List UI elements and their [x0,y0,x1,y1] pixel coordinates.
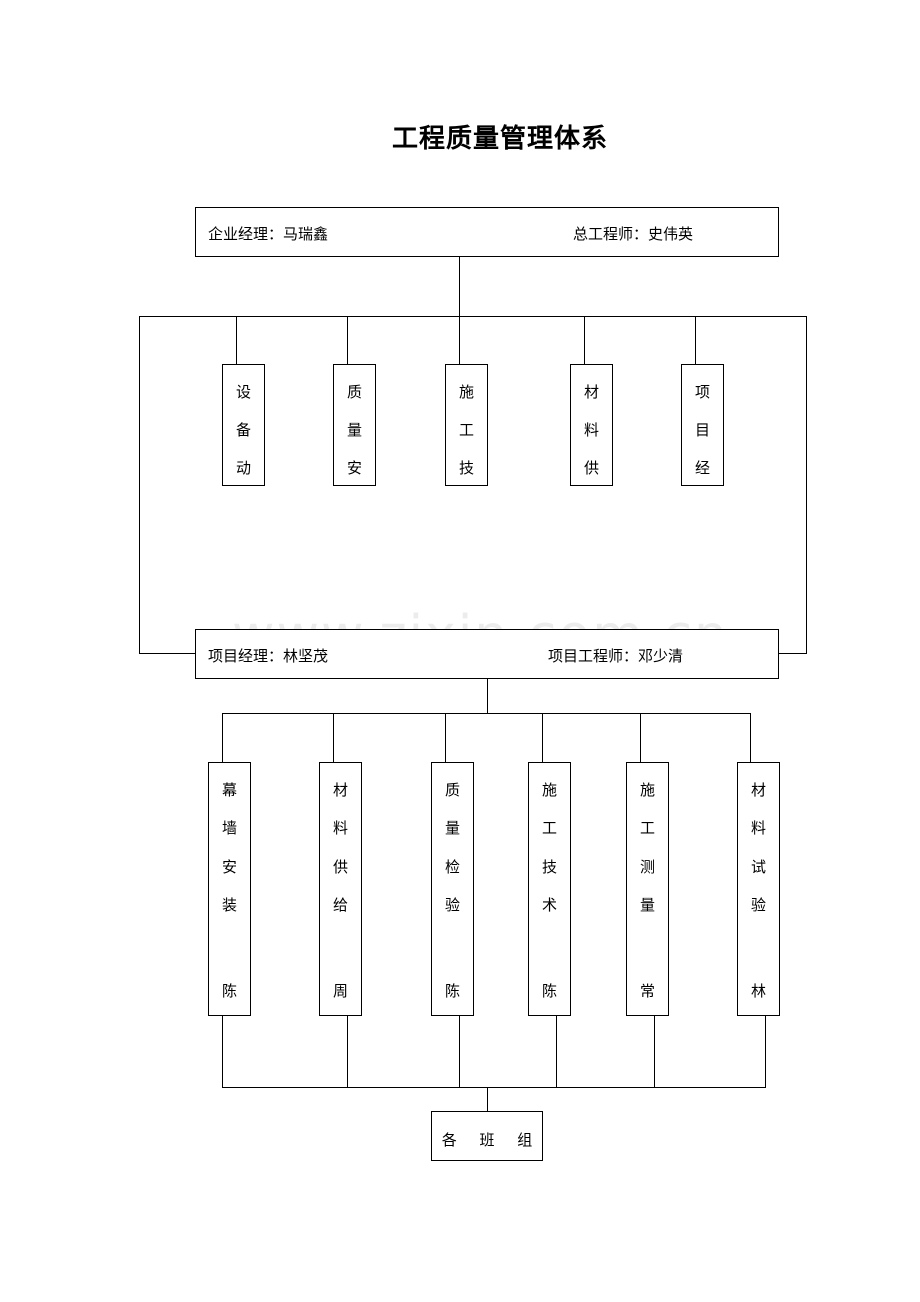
dept-person: 林 [750,982,766,1000]
dept-char: 料 [750,819,766,837]
connector-line [139,316,807,317]
dept-box-project-mgmt: 项 目 经 [681,364,724,486]
dept-person: 常 [639,982,655,1000]
connector-line [487,1087,488,1112]
dept-char: 施 [458,383,474,401]
connector-line [347,316,348,364]
dept-char: 术 [541,896,557,914]
dept-box-equipment: 设 备 动 [222,364,265,486]
dept-char: 量 [444,819,460,837]
enterprise-manager-label: 企业经理：马瑞鑫 [208,225,329,243]
dept-char: 项 [694,383,710,401]
dept-box-material-supply-2: 材 料 供 给 周 [319,762,362,1016]
dept-char: 供 [583,459,599,477]
dept-char: 幕 [221,781,237,799]
dept-char: 试 [750,858,766,876]
dept-char: 验 [750,896,766,914]
project-manager-label: 项目经理：林坚茂 [208,647,329,665]
teams-label: 各 班 组 [441,1131,533,1149]
dept-char: 墙 [221,819,237,837]
dept-char: 材 [332,781,348,799]
dept-char: 工 [639,819,655,837]
dept-char: 目 [694,421,710,439]
dept-char: 设 [235,383,251,401]
connector-line [556,1016,557,1088]
connector-line [584,316,585,364]
dept-char: 验 [444,896,460,914]
connector-line [695,316,696,364]
connector-line [806,316,807,654]
dept-char: 材 [583,383,599,401]
connector-line [445,713,446,762]
connector-line [487,679,488,714]
dept-char: 经 [694,459,710,477]
connector-line [640,713,641,762]
connector-line [750,713,751,762]
connector-line [222,713,750,714]
dept-char: 检 [444,858,460,876]
dept-char: 施 [639,781,655,799]
connector-line [333,713,334,762]
dept-char: 质 [444,781,460,799]
chief-engineer-label: 总工程师：史伟英 [573,225,694,243]
dept-char: 供 [332,858,348,876]
connector-line [222,713,223,762]
dept-box-construction-tech: 施 工 技 [445,364,488,486]
dept-char: 料 [332,819,348,837]
dept-char: 动 [235,459,251,477]
dept-char: 测 [639,858,655,876]
connector-line [236,316,237,364]
connector-line [347,1016,348,1088]
project-management-box: 项目经理：林坚茂 项目工程师：邓少清 [195,629,779,679]
dept-char: 技 [458,459,474,477]
connector-line [779,653,807,654]
dept-box-construction-technology: 施 工 技 术 陈 [528,762,571,1016]
dept-person: 陈 [444,982,460,1000]
dept-box-material-supply: 材 料 供 [570,364,613,486]
dept-char: 材 [750,781,766,799]
dept-char: 量 [346,421,362,439]
dept-char: 质 [346,383,362,401]
dept-char: 料 [583,421,599,439]
dept-char: 装 [221,896,237,914]
dept-person: 陈 [541,982,557,1000]
enterprise-management-box: 企业经理：马瑞鑫 总工程师：史伟英 [195,207,779,257]
dept-char: 工 [458,421,474,439]
connector-line [765,1016,766,1088]
project-engineer-label: 项目工程师：邓少清 [548,647,684,665]
connector-line [654,1016,655,1088]
connector-line [222,1087,766,1088]
connector-line [139,653,195,654]
connector-line [139,316,140,654]
teams-box: 各 班 组 [431,1111,543,1161]
dept-box-material-testing: 材 料 试 验 林 [737,762,780,1016]
connector-line [459,316,460,364]
connector-line [222,1016,223,1088]
dept-char: 安 [221,858,237,876]
connector-line [459,257,460,317]
dept-char: 施 [541,781,557,799]
dept-box-quality-safety: 质 量 安 [333,364,376,486]
dept-box-curtain-wall: 幕 墙 安 装 陈 [208,762,251,1016]
dept-char: 量 [639,896,655,914]
dept-char: 技 [541,858,557,876]
page-title: 工程质量管理体系 [391,124,608,154]
dept-box-construction-survey: 施 工 测 量 常 [626,762,669,1016]
connector-line [459,1016,460,1088]
dept-char: 安 [346,459,362,477]
dept-person: 周 [332,982,348,1000]
dept-char: 给 [332,896,348,914]
connector-line [542,713,543,762]
dept-char: 备 [235,421,251,439]
dept-char: 工 [541,819,557,837]
dept-box-quality-inspection: 质 量 检 验 陈 [431,762,474,1016]
dept-person: 陈 [221,982,237,1000]
